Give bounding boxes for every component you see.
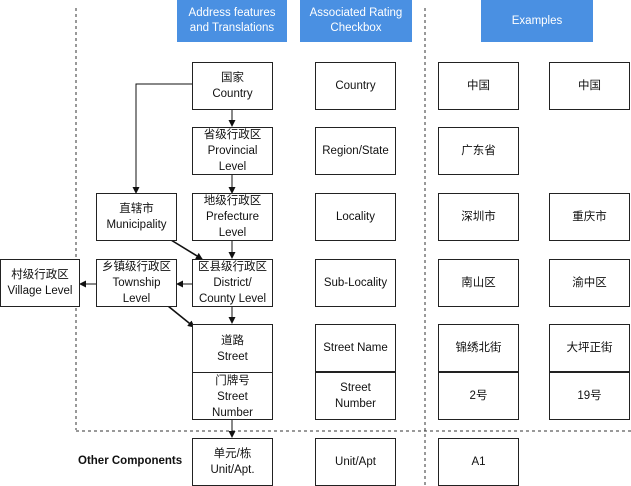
feature-street-number: 门牌号 Street Number bbox=[212, 374, 253, 419]
example1-province: 广东省 bbox=[438, 127, 519, 175]
feature-district: 区县级行政区 District/ County Level bbox=[192, 259, 273, 307]
feature-township: 乡镇级行政区 Township Level bbox=[96, 259, 177, 307]
rating-sublocality: Sub-Locality bbox=[315, 259, 396, 307]
feature-prefecture: 地级行政区 Prefecture Level bbox=[192, 193, 273, 241]
example1-sublocality: 南山区 bbox=[438, 259, 519, 307]
feature-provincial: 省级行政区 Provincial Level bbox=[192, 127, 273, 175]
example1-number: 2号 bbox=[438, 372, 519, 420]
rating-locality: Locality bbox=[315, 193, 396, 241]
example2-number: 19号 bbox=[549, 372, 630, 420]
rating-region: Region/State bbox=[315, 127, 396, 175]
other-components-label: Other Components bbox=[78, 455, 183, 467]
feature-country: 国家 Country bbox=[192, 62, 273, 110]
feature-municipality: 直辖市 Municipality bbox=[96, 193, 177, 241]
feature-street: 道路 Street bbox=[217, 334, 248, 363]
header-address-features: Address features and Translations bbox=[177, 0, 287, 42]
example1-street: 锦绣北街 bbox=[438, 324, 519, 372]
feature-street-group: 道路 Street 门牌号 Street Number bbox=[192, 324, 273, 420]
example1-country: 中国 bbox=[438, 62, 519, 110]
arrow-country-municipality bbox=[132, 83, 192, 194]
example1-unit: A1 bbox=[438, 438, 519, 486]
example2-sublocality: 渝中区 bbox=[549, 259, 630, 307]
street-divider bbox=[193, 372, 272, 373]
rating-street-name: Street Name bbox=[315, 324, 396, 372]
rating-street-number: Street Number bbox=[315, 372, 396, 420]
rating-country: Country bbox=[315, 62, 396, 110]
feature-unit: 单元/栋 Unit/Apt. bbox=[192, 438, 273, 486]
header-examples: Examples bbox=[481, 0, 593, 42]
example2-street: 大坪正街 bbox=[549, 324, 630, 372]
example2-country: 中国 bbox=[549, 62, 630, 110]
example1-locality: 深圳市 bbox=[438, 193, 519, 241]
header-rating-checkbox: Associated Rating Checkbox bbox=[300, 0, 412, 42]
rating-unit: Unit/Apt bbox=[315, 438, 396, 486]
arrow-township-street bbox=[167, 305, 195, 328]
feature-village: 村级行政区 Village Level bbox=[0, 259, 80, 307]
example2-locality: 重庆市 bbox=[549, 193, 630, 241]
arrow-municipality-district bbox=[170, 239, 203, 260]
